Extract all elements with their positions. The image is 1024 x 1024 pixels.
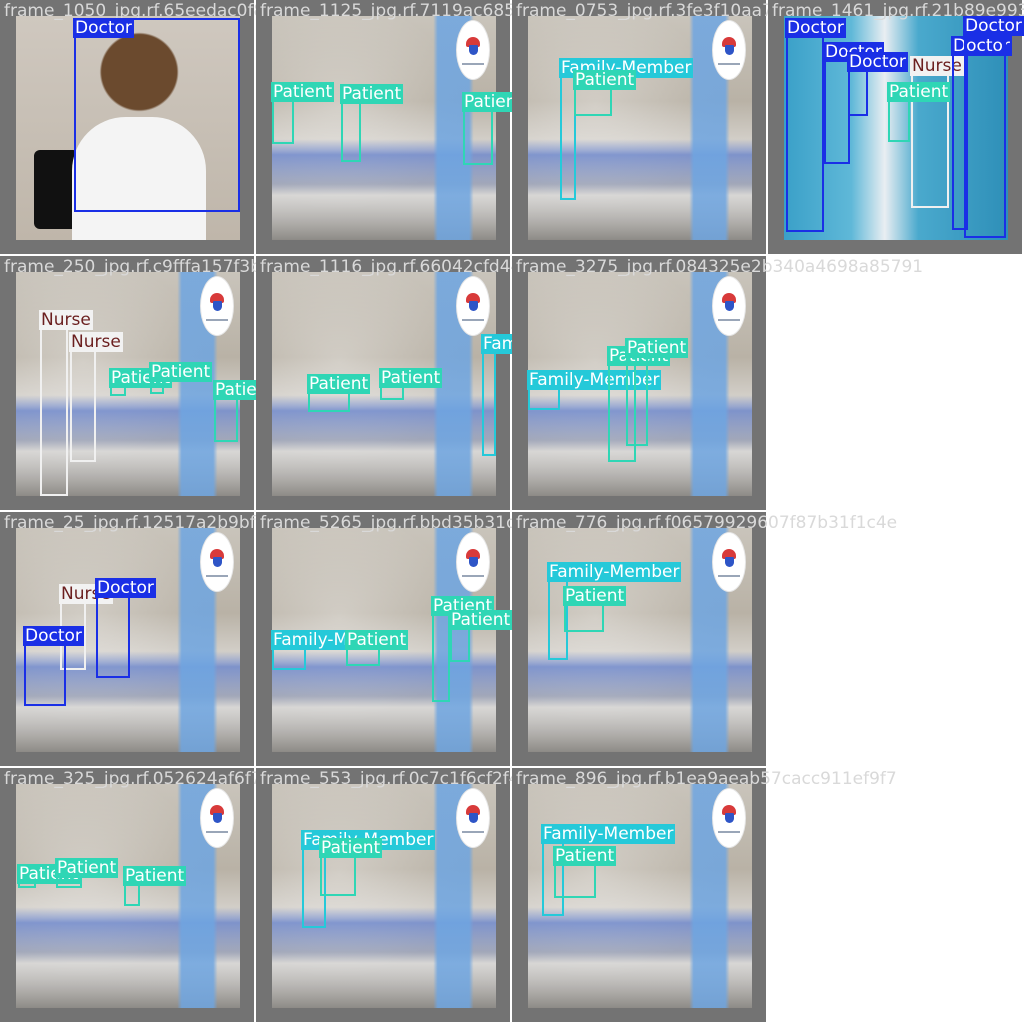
class-label: Doctor: [95, 578, 156, 598]
hospital-logo-icon: [456, 276, 490, 336]
hospital-logo-icon: [200, 532, 234, 592]
bounding-box: [40, 310, 68, 496]
class-label: Patient: [319, 838, 383, 858]
class-label: Patient: [553, 846, 617, 866]
bounding-box: [911, 56, 949, 208]
image-tile: frame_776_jpg.rf.f06579929607f87b31f1c4e…: [512, 512, 897, 768]
hospital-logo-icon: [712, 532, 746, 592]
class-label: Patient: [271, 82, 335, 102]
class-label: Nurse: [39, 310, 93, 330]
bounding-box: [74, 18, 240, 212]
class-label: Patient: [307, 374, 371, 394]
image-tile: frame_1461_jpg.rf.21b89e993DoctorDoctorD…: [768, 0, 1024, 256]
hospital-logo-icon: [456, 20, 490, 80]
hospital-logo-icon: [712, 276, 746, 336]
scene-image: [16, 16, 240, 240]
class-label: Nurse: [910, 56, 964, 76]
bounding-box: [786, 18, 824, 232]
image-tile: frame_896_jpg.rf.b1ea9aeab57cacc911ef9f7…: [512, 768, 897, 1024]
hospital-logo-icon: [712, 788, 746, 848]
scene-image: [528, 16, 752, 240]
image-tile: frame_5265_jpg.rf.bbd35b31d8170c47f576ea…: [256, 512, 650, 768]
class-label: Nurse: [69, 332, 123, 352]
class-label: Patient: [449, 610, 513, 630]
image-tile: frame_250_jpg.rf.c9fffa157f3ba116d75f4e2…: [0, 256, 603, 512]
class-label: Patient: [887, 82, 951, 102]
hospital-logo-icon: [200, 788, 234, 848]
class-label: Doctor: [951, 36, 1012, 56]
image-tile: frame_553_jpg.rf.0c7c1f6cf2f4b046f356Fam…: [256, 768, 601, 1024]
filename-label: frame_776_jpg.rf.f06579929607f87b31f1c4e: [516, 513, 898, 533]
image-tile: frame_3275_jpg.rf.084325e2b340a4698a8579…: [512, 256, 923, 512]
image-tile: frame_1116_jpg.rf.66042cfd44f4f2e5f254e8…: [256, 256, 636, 512]
class-label: Doctor: [963, 16, 1024, 36]
class-label: Patient: [345, 630, 409, 650]
class-label: Doctor: [847, 52, 908, 72]
scene-image: [272, 784, 496, 1008]
image-tile: frame_25_jpg.rf.12517a2b9bf8f5ee525e8842…: [0, 512, 589, 768]
class-label: Patient: [123, 866, 187, 886]
bounding-box: [964, 16, 1006, 238]
filename-label: frame_896_jpg.rf.b1ea9aeab57cacc911ef9f7: [516, 769, 897, 789]
class-label: Patient: [55, 858, 119, 878]
hospital-logo-icon: [200, 276, 234, 336]
filename-label: frame_1461_jpg.rf.21b89e993: [772, 1, 1024, 21]
class-label: Patient: [573, 70, 637, 90]
image-tile: frame_325_jpg.rf.052624af6f7a4e553c9c7c1…: [0, 768, 528, 1024]
hospital-logo-icon: [456, 788, 490, 848]
class-label: Patient: [340, 84, 404, 104]
class-label: Patient: [625, 338, 689, 358]
hospital-logo-icon: [456, 532, 490, 592]
class-label: Patient: [462, 92, 526, 112]
scene-image: [16, 784, 240, 1008]
hospital-logo-icon: [712, 20, 746, 80]
scene-image: [272, 16, 496, 240]
filename-label: frame_3275_jpg.rf.084325e2b340a4698a8579…: [516, 257, 924, 277]
image-tile: frame_1125_jpg.rf.7119ac685494be3f3f10aa…: [256, 0, 656, 256]
class-label: Patient: [149, 362, 213, 382]
class-label: Doctor: [785, 18, 846, 38]
class-label: Family-Member: [541, 824, 676, 844]
class-label: Doctor: [73, 18, 134, 38]
class-label: Patient: [379, 368, 443, 388]
class-label: Family-Member: [547, 562, 682, 582]
filename-label: frame_0753_jpg.rf.3fe3f10aa7f9f5f: [516, 1, 813, 21]
class-label: Patient: [563, 586, 627, 606]
class-label: Doctor: [23, 626, 84, 646]
